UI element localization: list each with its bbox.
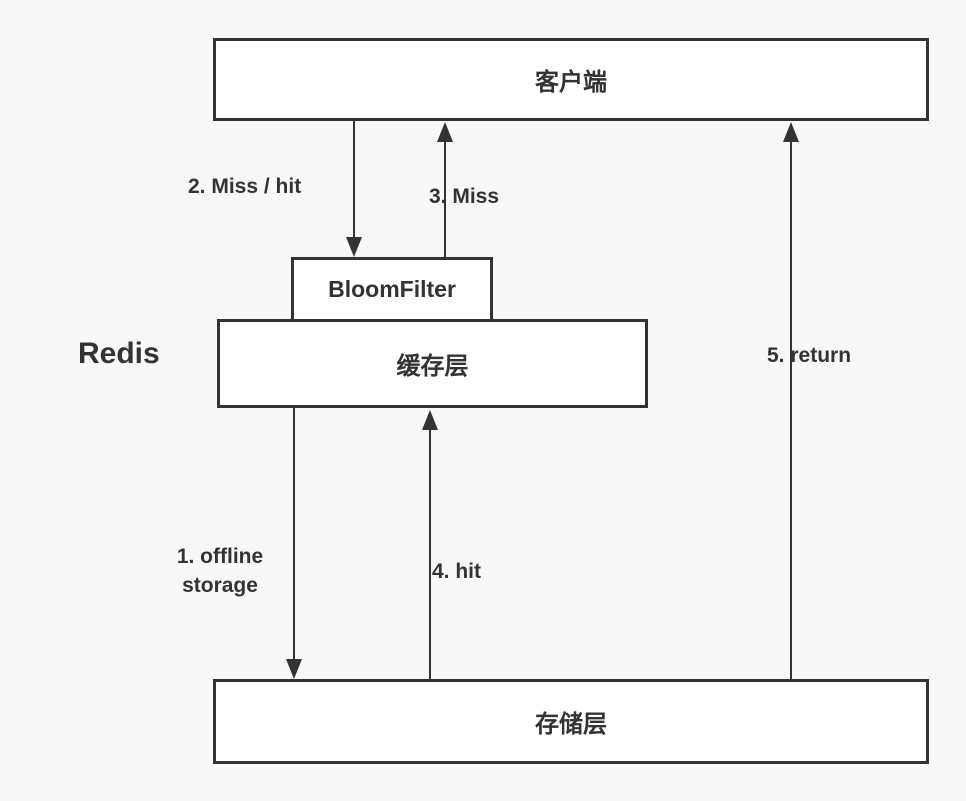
arrow-head-down-icon <box>346 237 362 257</box>
edge-label-offline-storage-line2: storage <box>182 574 258 597</box>
edge-label-offline-storage: 1. offline storage <box>150 542 290 600</box>
node-client: 客户端 <box>213 38 929 121</box>
arrow-line <box>429 428 431 679</box>
edge-label-miss-hit: 2. Miss / hit <box>188 175 302 198</box>
redis-label: Redis <box>78 337 160 370</box>
arrow-line <box>353 121 355 238</box>
edge-label-miss: 3. Miss <box>429 185 500 208</box>
edge-label-offline-storage-line1: 1. offline <box>176 545 264 568</box>
arrow-head-up-icon <box>783 122 799 142</box>
node-cache-layer-label: 缓存层 <box>396 353 469 380</box>
edge-label-hit: 4. hit <box>432 560 482 583</box>
arrow-head-down-icon <box>286 659 302 679</box>
edge-label-return: 5. return <box>767 344 852 367</box>
arrow-head-up-icon <box>437 122 453 142</box>
arrow-line <box>444 140 446 257</box>
node-storage-layer: 存储层 <box>213 679 929 764</box>
node-client-label: 客户端 <box>535 69 607 96</box>
arrow-head-up-icon <box>422 410 438 430</box>
arrow-line <box>790 140 792 679</box>
node-storage-layer-label: 存储层 <box>535 711 607 738</box>
node-bloom-filter: BloomFilter <box>291 257 493 322</box>
node-bloom-filter-label: BloomFilter <box>328 276 456 302</box>
node-cache-layer: 缓存层 <box>217 319 648 408</box>
arrow-line <box>293 408 295 660</box>
